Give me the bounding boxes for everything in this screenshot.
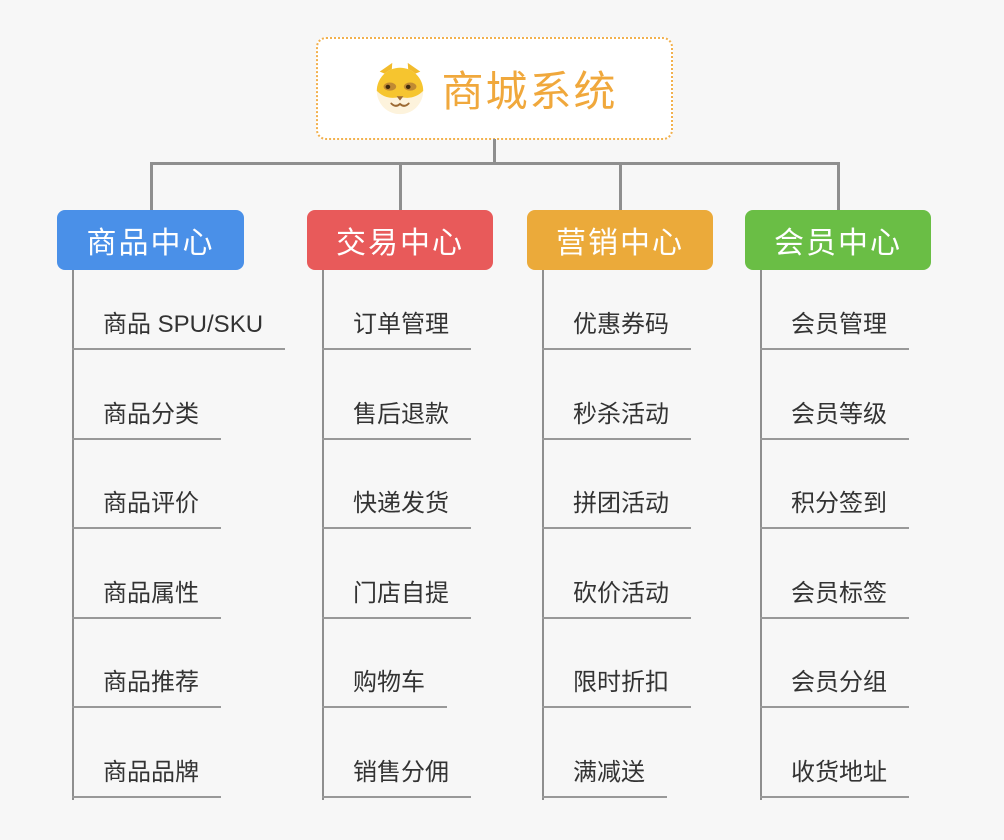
- connector-subtopic-spine: [322, 270, 324, 800]
- subtopic-item[interactable]: 限时折扣: [542, 662, 691, 708]
- subtopic-item[interactable]: 购物车: [322, 662, 447, 708]
- subtopic-item[interactable]: 售后退款: [322, 394, 471, 440]
- subtopic-item[interactable]: 销售分佣: [322, 752, 471, 798]
- root-node[interactable]: 商城系统: [316, 37, 673, 140]
- connector-branch-drop: [399, 162, 402, 210]
- branch-node-4[interactable]: 会员中心: [745, 210, 931, 270]
- subtopic-item[interactable]: 订单管理: [322, 304, 471, 350]
- subtopic-item[interactable]: 快递发货: [322, 483, 471, 529]
- subtopic-item[interactable]: 商品属性: [72, 573, 221, 619]
- connector-root-drop: [493, 139, 496, 165]
- connector-branch-drop: [150, 162, 153, 210]
- subtopic-item[interactable]: 砍价活动: [542, 573, 691, 619]
- subtopic-item[interactable]: 商品推荐: [72, 662, 221, 708]
- subtopic-item[interactable]: 门店自提: [322, 573, 471, 619]
- branch-node-label: 交易中心: [336, 227, 464, 260]
- connector-subtopic-spine: [542, 270, 544, 800]
- branch-node-1[interactable]: 商品中心: [57, 210, 244, 270]
- subtopic-item[interactable]: 会员标签: [760, 573, 909, 619]
- subtopic-item[interactable]: 会员分组: [760, 662, 909, 708]
- subtopic-item[interactable]: 收货地址: [760, 752, 909, 798]
- branch-node-label: 会员中心: [774, 227, 902, 260]
- branch-node-label: 商品中心: [86, 227, 215, 260]
- subtopic-item[interactable]: 会员管理: [760, 304, 909, 350]
- subtopic-item[interactable]: 商品 SPU/SKU: [72, 304, 286, 350]
- subtopic-item[interactable]: 拼团活动: [542, 483, 691, 529]
- connector-subtopic-spine: [72, 270, 74, 800]
- subtopic-item[interactable]: 商品品牌: [72, 752, 221, 798]
- doge-icon: [371, 60, 429, 118]
- connector-branch-drop: [837, 162, 840, 210]
- connector-branch-drop: [619, 162, 622, 210]
- branch-node-3[interactable]: 营销中心: [527, 210, 713, 270]
- branch-node-2[interactable]: 交易中心: [307, 210, 493, 270]
- connector-subtopic-spine: [760, 270, 762, 800]
- subtopic-item[interactable]: 会员等级: [760, 394, 909, 440]
- branch-node-label: 营销中心: [556, 227, 684, 260]
- subtopic-item[interactable]: 积分签到: [760, 483, 909, 529]
- subtopic-item[interactable]: 满减送: [542, 752, 667, 798]
- connector-bus: [150, 162, 839, 165]
- subtopic-item[interactable]: 秒杀活动: [542, 394, 691, 440]
- subtopic-item[interactable]: 优惠券码: [542, 304, 691, 350]
- subtopic-item[interactable]: 商品分类: [72, 394, 221, 440]
- root-title: 商城系统: [441, 68, 618, 115]
- subtopic-item[interactable]: 商品评价: [72, 483, 221, 529]
